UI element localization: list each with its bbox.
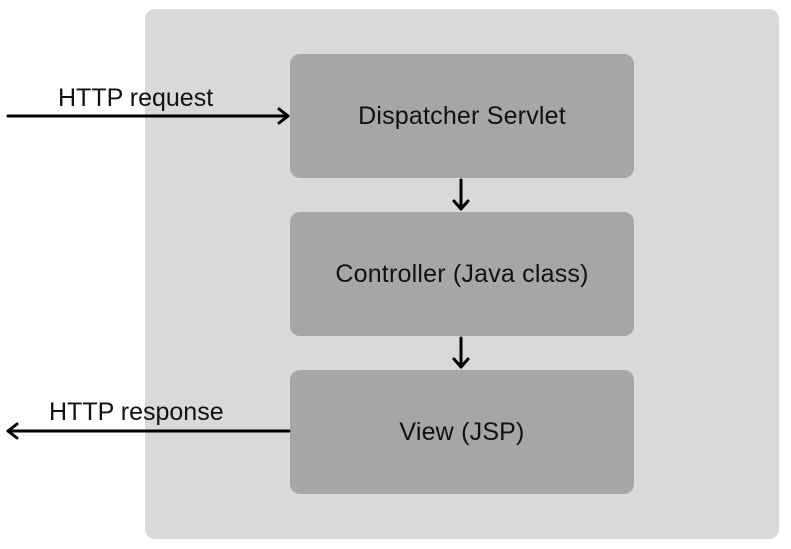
dispatcher-servlet-node: Dispatcher Servlet	[290, 54, 634, 178]
http-request-label: HTTP request	[58, 84, 214, 112]
view-node: View (JSP)	[290, 370, 634, 494]
dispatcher-servlet-label: Dispatcher Servlet	[358, 101, 566, 130]
http-response-label: HTTP response	[49, 398, 224, 426]
controller-node: Controller (Java class)	[290, 212, 634, 336]
view-label: View (JSP)	[399, 417, 525, 446]
controller-label: Controller (Java class)	[335, 259, 589, 288]
